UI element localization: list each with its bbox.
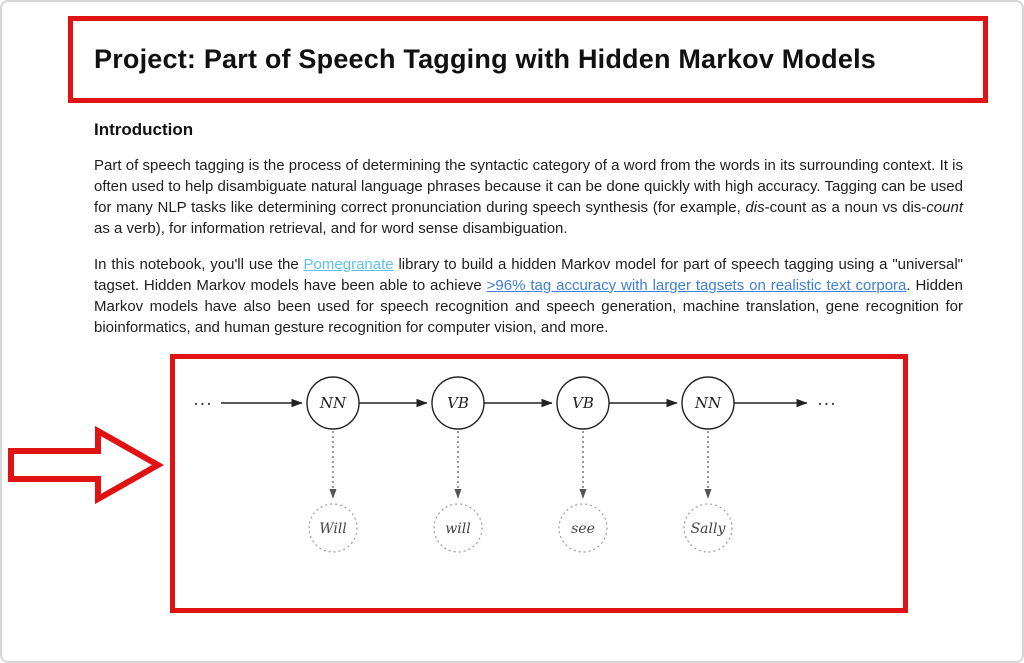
document-content: Introduction Part of speech tagging is t… [94, 120, 963, 353]
text-segment: -count as a noun vs dis- [764, 199, 927, 216]
state-node [681, 376, 735, 430]
state-node [431, 376, 485, 430]
observation-node [433, 503, 483, 553]
state-label: VB [447, 394, 469, 412]
observation-node [308, 503, 358, 553]
observation-label: see [571, 521, 595, 537]
red-arrow-shape [8, 425, 164, 505]
state-label: NN [319, 394, 347, 412]
pomegranate-link[interactable]: Pomegranate [303, 256, 394, 273]
text-segment: as a verb), for information retrieval, a… [94, 220, 568, 237]
text-segment-italic: dis [745, 199, 765, 216]
text-segment: In this notebook, you'll use the [94, 256, 304, 273]
title-annotation-box: Project: Part of Speech Tagging with Hid… [68, 16, 988, 103]
text-segment: . Hidden Markov models have also been us… [94, 277, 963, 336]
hmm-diagram: ... ... NN VB VB NN [193, 376, 836, 553]
text-segment-italic: count [926, 199, 963, 216]
observation-node [683, 503, 733, 553]
tag-accuracy-link[interactable]: >96% tag accuracy with larger tagsets on… [486, 277, 907, 294]
observation-label: Sally [691, 521, 727, 537]
state-node [306, 376, 360, 430]
text-segment: library to build a hidden Markov model f… [94, 256, 964, 294]
intro-paragraph-1: Part of speech tagging is the process of… [94, 155, 963, 239]
right-ellipsis: ... [817, 390, 836, 410]
state-label: VB [572, 394, 594, 412]
intro-paragraph-2: In this notebook, you'll use the Pomegra… [94, 254, 963, 338]
red-annotation-arrow [8, 425, 164, 505]
introduction-heading: Introduction [94, 120, 194, 139]
left-ellipsis: ... [193, 390, 212, 410]
observation-node [558, 503, 608, 553]
observation-label: Will [319, 521, 347, 537]
state-node [556, 376, 610, 430]
text-segment: Part of speech tagging is the process of… [94, 157, 963, 216]
observation-label: will [445, 521, 470, 537]
page-title: Project: Part of Speech Tagging with Hid… [94, 44, 876, 74]
diagram-annotation-box: ... ... NN VB VB NN [170, 354, 908, 613]
state-label: NN [694, 394, 722, 412]
